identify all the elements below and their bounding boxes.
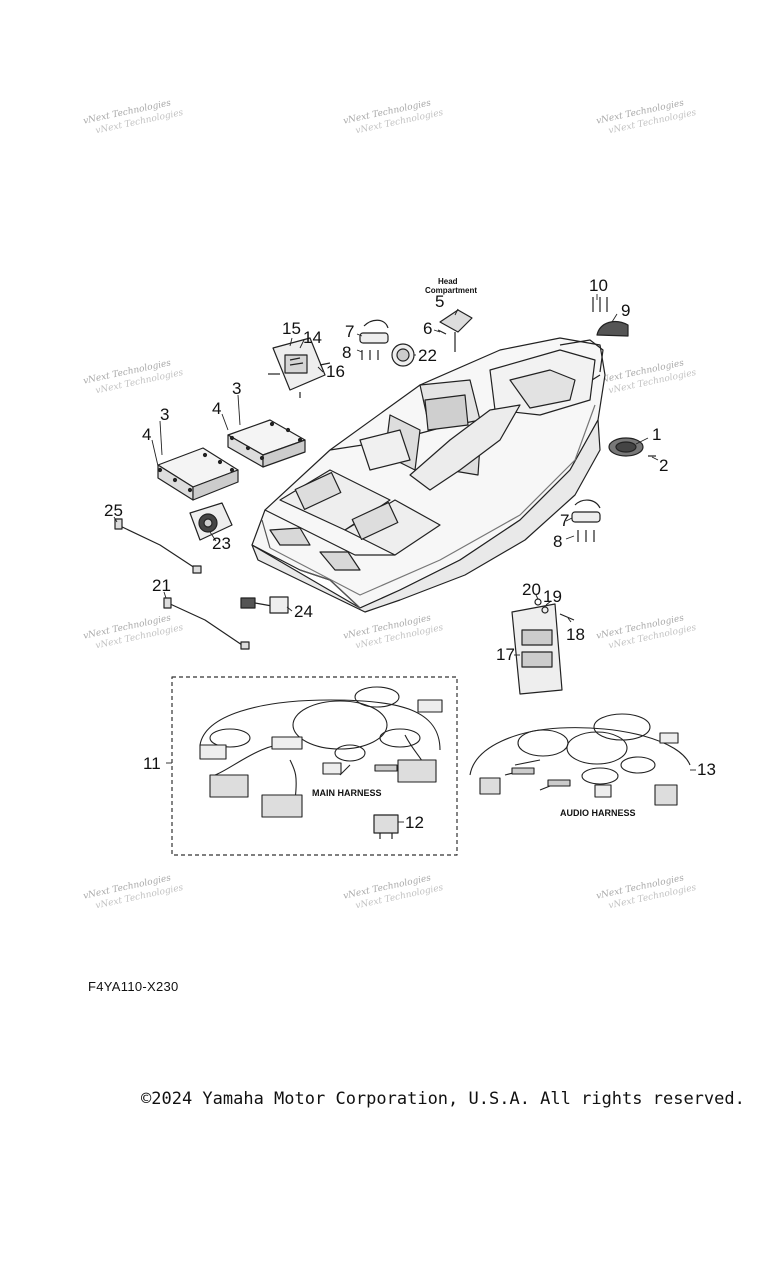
callout-16: 16 (326, 362, 345, 381)
callout-22: 22 (418, 346, 437, 365)
horn (391, 343, 415, 367)
callout-1: 1 (652, 425, 661, 444)
callout-9: 9 (621, 301, 630, 320)
boat-hull (251, 337, 606, 613)
callout-7: 7 (560, 511, 569, 530)
callout-4: 4 (212, 399, 221, 418)
power-socket (189, 502, 233, 541)
head-compartment-light (437, 309, 473, 352)
callout-6: 6 (423, 319, 432, 338)
relay-12 (373, 814, 399, 839)
cable-21 (163, 597, 250, 650)
speaker (608, 437, 656, 457)
callout-14: 14 (303, 328, 322, 347)
callout-2: 2 (659, 456, 668, 475)
control-unit (511, 598, 575, 695)
callout-11: 11 (143, 754, 161, 773)
callout-18: 18 (566, 625, 585, 644)
callout-25: 25 (104, 501, 123, 520)
callout-numbers: 1 2 3 3 4 4 5 6 7 7 8 8 9 10 11 12 13 14… (104, 276, 716, 832)
callout-13: 13 (697, 760, 716, 779)
leader-lines (113, 294, 696, 823)
battery-tray-right (227, 419, 306, 468)
connector-24 (240, 596, 289, 614)
copyright-text: ©2024 Yamaha Motor Corporation, U.S.A. A… (141, 1089, 745, 1109)
callout-10: 10 (589, 276, 608, 295)
callout-12: 12 (405, 813, 424, 832)
callout-7: 7 (345, 322, 354, 341)
cable-25 (114, 518, 202, 574)
callout-15: 15 (282, 319, 301, 338)
battery-tray-left (157, 447, 239, 501)
courtesy-light-lower (571, 499, 601, 542)
callout-17: 17 (496, 645, 515, 664)
callout-8: 8 (342, 343, 351, 362)
callout-20: 20 (522, 580, 541, 599)
callout-19: 19 (543, 587, 562, 606)
callout-23: 23 (212, 534, 231, 553)
main-harness (199, 686, 443, 818)
callout-21: 21 (152, 576, 171, 595)
callout-3: 3 (160, 405, 169, 424)
fuse-block-assembly (268, 337, 331, 398)
callout-3: 3 (232, 379, 241, 398)
callout-4: 4 (142, 425, 151, 444)
callout-5: 5 (435, 292, 444, 311)
head-compartment-label-2: Compartment (425, 286, 477, 295)
audio-harness (469, 713, 691, 806)
bow-light (592, 297, 629, 337)
main-harness-box (171, 676, 458, 856)
main-harness-label: MAIN HARNESS (312, 788, 382, 798)
head-compartment-label-1: Head (438, 277, 458, 286)
figure-code: F4YA110-X230 (88, 979, 179, 994)
courtesy-light-upper (359, 319, 389, 360)
audio-harness-label: AUDIO HARNESS (560, 808, 636, 818)
callout-8: 8 (553, 532, 562, 551)
callout-24: 24 (294, 602, 313, 621)
